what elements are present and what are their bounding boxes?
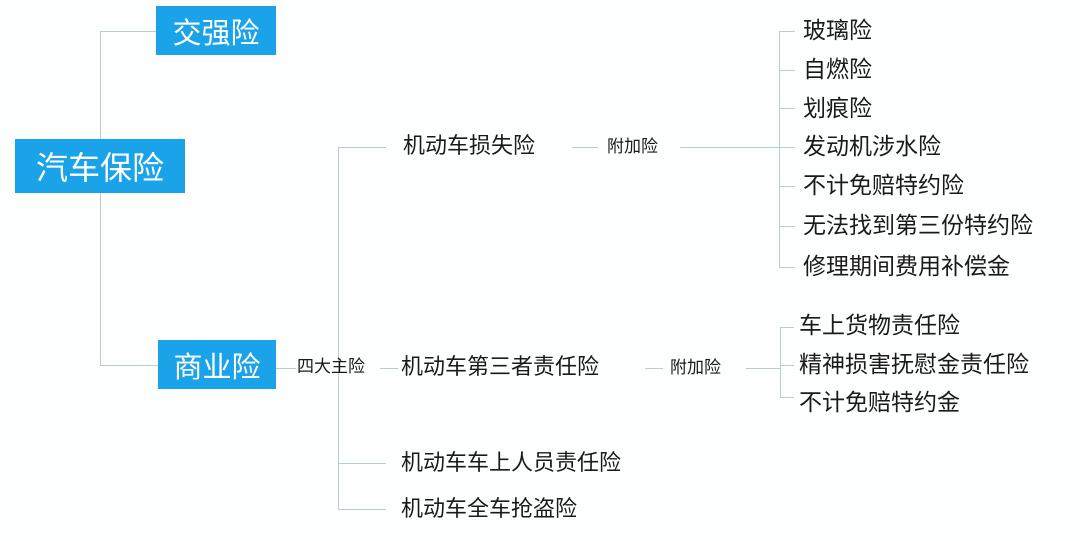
damage-addon-item: 玻璃险 [803,18,872,44]
tick [779,70,795,71]
connector-damage-addon-a [572,147,598,148]
liability-addon-item: 不计免赔特约金 [799,390,960,416]
node-root-label: 汽车保险 [35,149,164,187]
connector-commercial-group [276,368,296,369]
damage-addon-item: 自燃险 [803,57,872,83]
tick [779,226,795,227]
connector-damage [338,147,386,148]
tick [780,365,794,366]
liability-addon-item: 精神损害抚慰金责任险 [799,352,1029,378]
policy-passenger: 机动车车上人员责任险 [401,451,622,476]
node-commercial-label: 商业险 [173,349,261,384]
connector-damage-addon-b [680,147,779,148]
damage-addon-item: 不计免赔特约险 [803,173,964,199]
tick [780,327,794,328]
tick [780,397,794,398]
tick [779,186,795,187]
tick [779,108,795,109]
damage-addon-item: 修理期间费用补偿金 [803,254,1010,280]
node-compulsory: 交强险 [156,6,276,55]
main-group-label: 四大主险 [297,357,365,377]
connector-liability-addon-b [746,368,780,369]
tick [779,31,795,32]
tick [779,147,795,148]
damage-addon-item: 划痕险 [803,96,872,122]
root-trunk-line [100,31,101,365]
damage-addon-item: 无法找到第三份特约险 [803,213,1033,239]
liability-addon-item: 车上货物责任险 [799,313,960,339]
main-policies-trunk-line [338,147,339,509]
connector-liability [380,368,398,369]
connector-commercial [100,365,158,366]
connector-liability-addon-a [645,368,663,369]
liability-addons-bracket [780,327,781,397]
node-commercial: 商业险 [158,340,276,389]
policy-liability: 机动车第三者责任险 [401,355,600,380]
policy-theft: 机动车全车抢盗险 [401,497,578,522]
node-compulsory-label: 交强险 [172,15,260,50]
node-root: 汽车保险 [15,139,185,193]
policy-damage: 机动车损失险 [403,134,536,159]
tick [779,267,795,268]
policy-liability-addon-label: 附加险 [670,358,721,378]
connector-theft [338,509,386,510]
damage-addon-item: 发动机涉水险 [803,134,941,160]
policy-damage-addon-label: 附加险 [607,137,658,157]
damage-addons-bracket [779,31,780,267]
connector-compulsory [100,31,156,32]
connector-passenger [338,463,386,464]
